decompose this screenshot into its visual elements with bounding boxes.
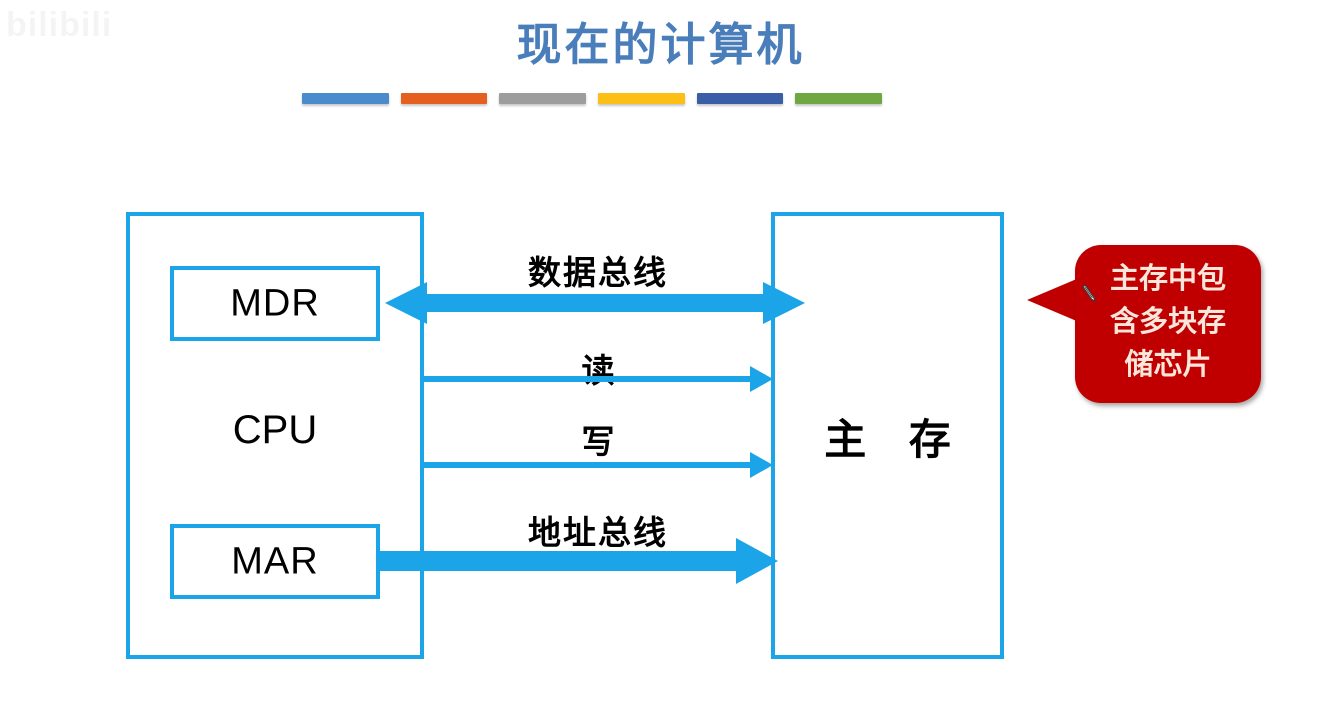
bilibili-watermark: bilibili [6,6,113,44]
callout-bubble[interactable] [1075,245,1261,403]
main-memory-box [771,212,1004,659]
color-bar-blue [302,93,389,104]
color-bar-orange [400,93,488,104]
color-bar-green [795,93,883,104]
color-bar-yellow [598,93,685,104]
color-bar-strip [302,93,883,106]
address-bus-label: 地址总线 [528,513,668,552]
callout-text: 主存中包 含多块存 储芯片 [1075,257,1261,386]
page-title: 现在的计算机 [516,18,805,71]
data-bus-label: 数据总线 [528,253,668,292]
main-memory-label: 主 存 [824,415,965,464]
mdr-label: MDR [230,282,320,324]
callout-line-3: 储芯片 [1124,347,1212,381]
pencil-icon [1082,284,1096,303]
color-bar-dark-blue [696,93,784,104]
write-line-label: 写 [581,422,615,461]
callout-tail [1027,278,1079,322]
mar-label: MAR [231,540,319,582]
callout-line-1: 主存中包 [1109,261,1226,295]
mar-register-box: MAR [170,524,380,599]
color-bar-gray [499,93,587,104]
mdr-register-box: MDR [170,266,380,341]
callout-line-2: 含多块存 [1109,304,1226,338]
cpu-label: CPU [232,408,318,452]
read-line-label: 读 [581,351,615,390]
